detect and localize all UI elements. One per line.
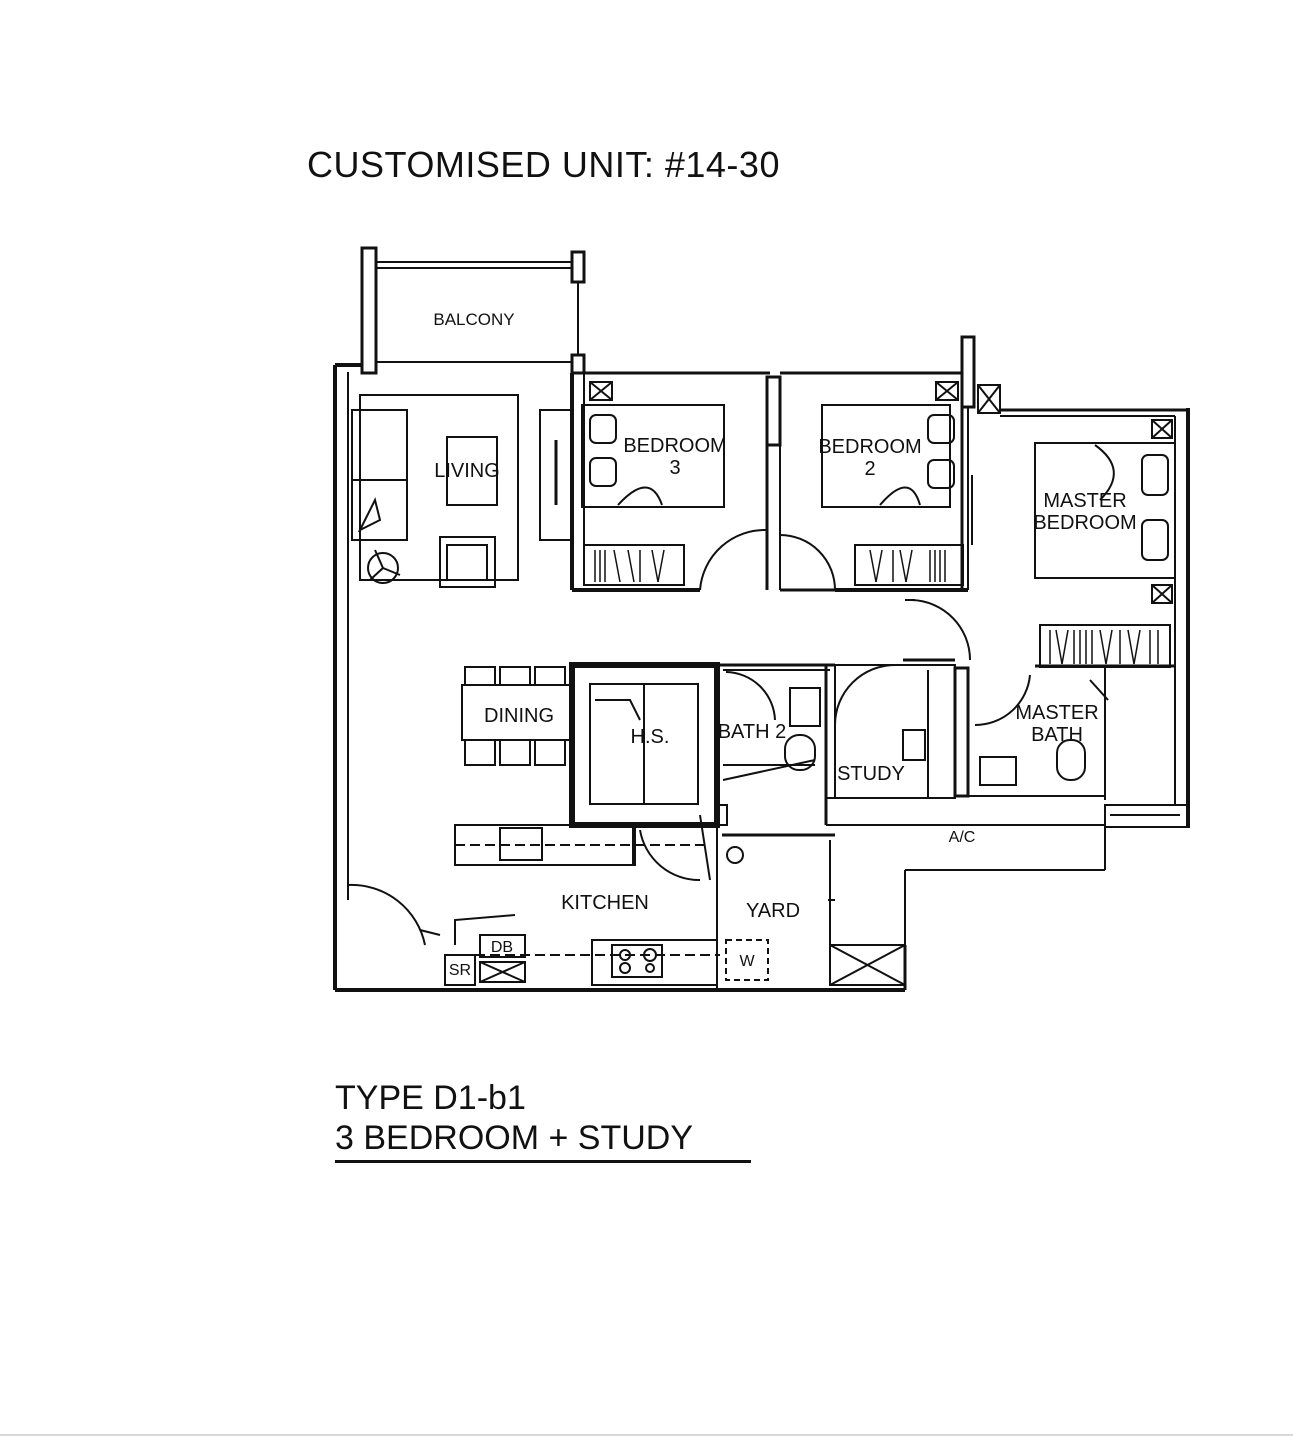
label-bedroom3-line2: 3: [669, 457, 680, 479]
label-bath2: BATH 2: [718, 721, 787, 743]
label-sr: SR: [449, 962, 471, 979]
label-db: DB: [491, 939, 513, 956]
unit-type-block: TYPE D1-b1 3 BEDROOM + STUDY: [335, 1078, 693, 1158]
label-master-bath-line1: MASTER: [1015, 702, 1098, 724]
label-washer: W: [739, 953, 755, 970]
label-bedroom3-line1: BEDROOM: [623, 435, 726, 457]
label-balcony: BALCONY: [433, 310, 514, 329]
unit-type-underline: [335, 1160, 751, 1163]
unit-type-description: 3 BEDROOM + STUDY: [335, 1119, 694, 1157]
label-household-shelter: H.S.: [631, 726, 670, 748]
label-master-bedroom-line1: MASTER: [1043, 490, 1126, 512]
label-kitchen: KITCHEN: [561, 892, 649, 914]
label-master-bath-line2: BATH: [1031, 724, 1083, 746]
label-master-bedroom-line2: BEDROOM: [1033, 512, 1136, 534]
label-yard: YARD: [746, 900, 800, 922]
label-ac: A/C: [949, 829, 976, 846]
bottom-edge-line: [0, 1434, 1293, 1436]
unit-type-code: TYPE D1-b1: [335, 1079, 526, 1117]
unit-heading: CUSTOMISED UNIT: #14-30: [307, 144, 780, 185]
label-dining: DINING: [484, 705, 554, 727]
label-bedroom2-line1: BEDROOM: [818, 436, 921, 458]
label-study: STUDY: [837, 763, 905, 785]
balcony-right-column: [570, 250, 586, 284]
label-bedroom2-line2: 2: [864, 458, 875, 480]
label-living: LIVING: [434, 460, 500, 482]
balcony-left-column: [360, 246, 378, 375]
